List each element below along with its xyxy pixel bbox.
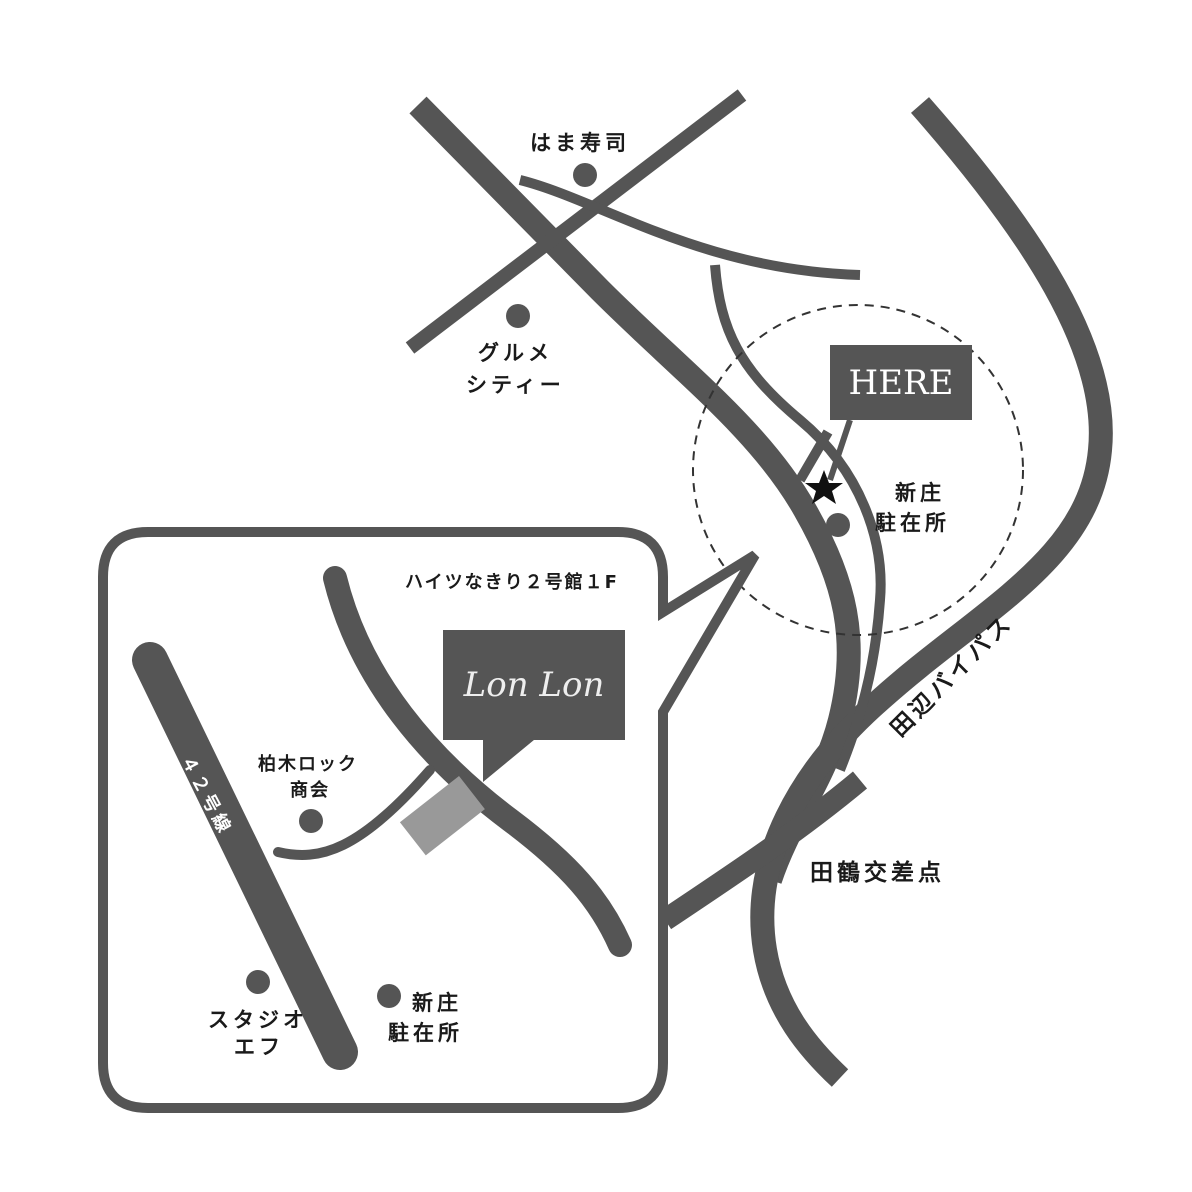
inset-route42 [132, 642, 358, 1070]
label-shinjo-police-2: 駐在所 [875, 511, 950, 535]
dot-kashiwagi [299, 809, 323, 833]
logo-pointer [483, 735, 540, 782]
label-kashiwagi-1: 柏木ロック [258, 754, 358, 775]
star-icon [805, 470, 843, 504]
road-bypass-branch [658, 771, 868, 930]
here-marker: HERE [830, 345, 972, 420]
road-cross-thin [405, 89, 747, 354]
label-shinjo-police-1: 新庄 [895, 481, 945, 505]
label-kashiwagi-2: 商会 [290, 780, 330, 801]
label-building: ハイツなきり２号館１F [405, 572, 619, 593]
inset-building [399, 776, 485, 856]
label-studio-1: スタジオ [208, 1008, 308, 1032]
dot-shinjo-police [826, 513, 850, 537]
dot-inset-police [377, 984, 401, 1008]
label-studio-2: エフ [234, 1035, 284, 1059]
label-gourmet-city-1: グルメ [478, 341, 553, 365]
dot-studio [246, 970, 270, 994]
label-gourmet-city-2: シティー [466, 373, 565, 397]
here-pointer [827, 419, 853, 481]
here-radius [692, 304, 1024, 636]
inset-road-thin [273, 765, 435, 860]
road-tanabe-bypass [750, 97, 1113, 1087]
road-side-thin [710, 264, 886, 772]
dot-gourmet-city [506, 304, 530, 328]
label-hama-sushi: はま寿司 [530, 131, 630, 155]
label-tazuru-intersection: 田鶴交差点 [810, 860, 945, 886]
dot-hama-sushi [573, 163, 597, 187]
lonlon-logo: Lon Lon [443, 630, 625, 740]
label-inset-police-1: 新庄 [412, 991, 462, 1015]
road-arc-thin [518, 175, 861, 280]
label-inset-police-2: 駐在所 [388, 1021, 463, 1045]
inset-road-curve [323, 566, 632, 957]
road-connector [795, 429, 833, 483]
